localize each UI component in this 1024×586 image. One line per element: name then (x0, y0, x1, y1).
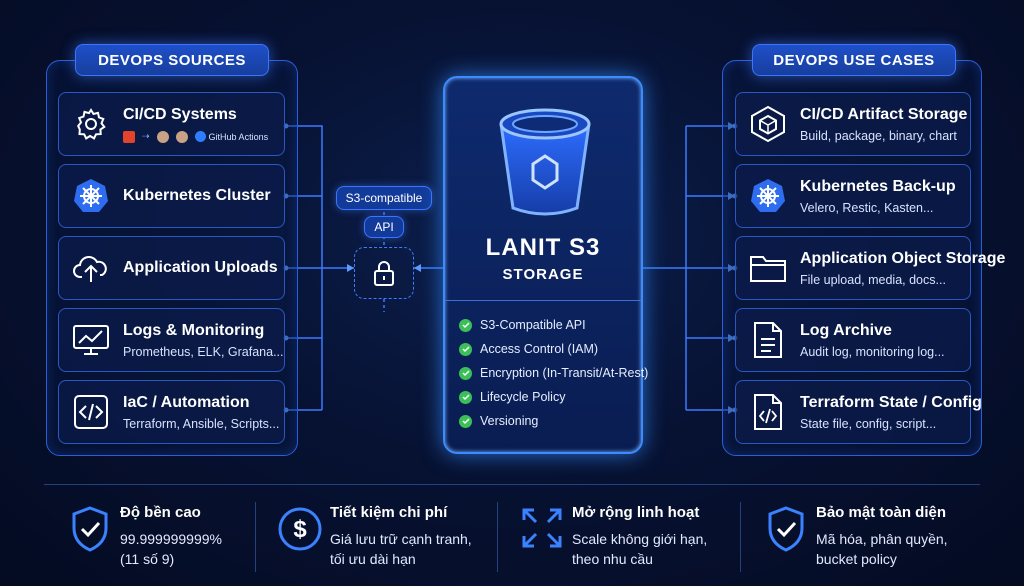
use-case-card-log-archive[interactable]: Log Archive Audit log, monitoring log... (735, 308, 971, 372)
check-icon (459, 342, 472, 356)
benefit-title: Độ bền cao (120, 504, 201, 521)
folder-icon (736, 236, 800, 300)
code-file-icon (736, 380, 800, 444)
shield-check-icon (756, 500, 816, 580)
monitor-chart-icon (59, 308, 123, 372)
dollar-icon: $ (270, 500, 330, 580)
bottom-divider (44, 484, 980, 485)
benefit-title: Bảo mật toàn diện (816, 504, 947, 521)
github-actions-icon (194, 131, 206, 142)
benefit-line1: 99.999999999% (120, 531, 222, 547)
expand-arrows-icon (512, 500, 572, 580)
devops-use-cases-title: DEVOPS USE CASES (752, 44, 956, 76)
benefit-line2: tối ưu dài hạn (330, 551, 416, 567)
feature-label: Encryption (In-Transit/At-Rest) (480, 366, 649, 380)
use-case-title: CI/CD Artifact Storage (800, 105, 968, 123)
shield-check-icon (60, 500, 120, 580)
check-icon (459, 366, 472, 380)
source-card-logs[interactable]: Logs & Monitoring Prometheus, ELK, Grafa… (58, 308, 285, 372)
benefit-title: Mở rộng linh hoạt (572, 504, 700, 521)
use-case-subtitle: Velero, Restic, Kasten... (800, 200, 934, 215)
bucket-icon (499, 108, 591, 216)
gitlab-icon (123, 130, 135, 143)
benefit-durability: Độ bền cao 99.999999999% (11 số 9) (60, 500, 250, 580)
source-card-cicd[interactable]: CI/CD Systems ⇢ GitHub Actions (58, 92, 285, 156)
use-case-card-artifact[interactable]: CI/CD Artifact Storage Build, package, b… (735, 92, 971, 156)
document-icon (736, 308, 800, 372)
lock-icon (374, 261, 394, 286)
use-case-card-object-storage[interactable]: Application Object Storage File upload, … (735, 236, 1005, 300)
benefit-line1: Giá lưu trữ cạnh tranh, (330, 531, 472, 547)
use-case-card-k8s-backup[interactable]: Kubernetes Back-up Velero, Restic, Kaste… (735, 164, 971, 228)
benefit-scale: Mở rộng linh hoạt Scale không giới hạn, t… (512, 500, 738, 580)
benefit-line2: theo nhu cầu (572, 551, 653, 567)
use-case-subtitle: Audit log, monitoring log... (800, 344, 945, 359)
devops-sources-title: DEVOPS SOURCES (75, 44, 269, 76)
divider (445, 300, 641, 301)
feature-item: Versioning (459, 414, 538, 428)
storage-subtitle: STORAGE (502, 266, 584, 283)
benefit-title: Tiết kiệm chi phí (330, 504, 448, 521)
benefit-cost: $ Tiết kiệm chi phí Giá lưu trữ cạnh tra… (270, 500, 490, 580)
benefit-line1: Scale không giới hạn, (572, 531, 708, 547)
benefit-divider (255, 502, 256, 572)
source-title: IaC / Automation (123, 393, 250, 411)
gear-icon (59, 92, 123, 156)
api-pill: API (364, 216, 404, 238)
use-case-title: Application Object Storage (800, 249, 1006, 267)
use-case-subtitle: File upload, media, docs... (800, 272, 946, 287)
benefit-line2: bucket policy (816, 551, 897, 567)
feature-label: Versioning (480, 414, 539, 428)
svg-text:$: $ (293, 516, 307, 543)
benefit-line1: Mã hóa, phân quyền, (816, 531, 948, 547)
feature-item: Lifecycle Policy (459, 390, 565, 404)
benefit-security: Bảo mật toàn diện Mã hóa, phân quyền, buc… (756, 500, 986, 580)
arrow-icon: ⇢ (142, 131, 150, 141)
use-case-subtitle: Build, package, binary, chart (800, 128, 957, 143)
source-card-kubernetes[interactable]: Kubernetes Cluster (58, 164, 285, 228)
benefit-divider (497, 502, 498, 572)
use-case-title: Kubernetes Back-up (800, 177, 956, 195)
kubernetes-icon (59, 164, 123, 228)
source-subtitle: Prometheus, ELK, Grafana... (123, 344, 284, 359)
lock-box (354, 247, 414, 299)
use-case-title: Terraform State / Config (800, 393, 982, 411)
source-title: Logs & Monitoring (123, 321, 265, 339)
use-case-subtitle: State file, config, script... (800, 416, 937, 431)
feature-label: Access Control (IAM) (480, 342, 599, 356)
storage-title: LANIT S3 (485, 234, 601, 261)
github-actions-label: GitHub Actions (208, 131, 269, 142)
check-icon (459, 414, 472, 428)
check-icon (459, 318, 472, 332)
source-card-uploads[interactable]: Application Uploads (58, 236, 285, 300)
feature-item: S3-Compatible API (459, 318, 586, 332)
use-case-title: Log Archive (800, 321, 892, 339)
feature-item: Encryption (In-Transit/At-Rest) (459, 366, 648, 380)
code-icon (59, 380, 123, 444)
feature-label: Lifecycle Policy (480, 390, 566, 404)
cloud-upload-icon (59, 236, 123, 300)
jenkins-icon (156, 130, 169, 143)
s3-compatible-pill: S3-compatible (336, 186, 432, 210)
jenkins-icon (175, 130, 188, 143)
github-actions-logo: GitHub Actions (194, 131, 269, 142)
benefit-line2: (11 số 9) (120, 551, 175, 567)
benefit-divider (740, 502, 741, 572)
check-icon (459, 390, 472, 404)
source-card-iac[interactable]: IaC / Automation Terraform, Ansible, Scr… (58, 380, 285, 444)
use-case-card-terraform[interactable]: Terraform State / Config State file, con… (735, 380, 982, 444)
source-subtitle: Terraform, Ansible, Scripts... (123, 416, 280, 431)
source-title: Application Uploads (123, 259, 278, 276)
feature-label: S3-Compatible API (480, 318, 586, 332)
package-cube-icon (736, 92, 800, 156)
kubernetes-icon (736, 164, 800, 228)
cicd-logos: ⇢ GitHub Actions (123, 130, 269, 143)
feature-item: Access Control (IAM) (459, 342, 598, 356)
source-title: CI/CD Systems (123, 105, 237, 123)
source-title: Kubernetes Cluster (123, 187, 271, 204)
lanit-s3-storage-box: LANIT S3 STORAGE S3-Compatible API Acces… (443, 76, 648, 454)
